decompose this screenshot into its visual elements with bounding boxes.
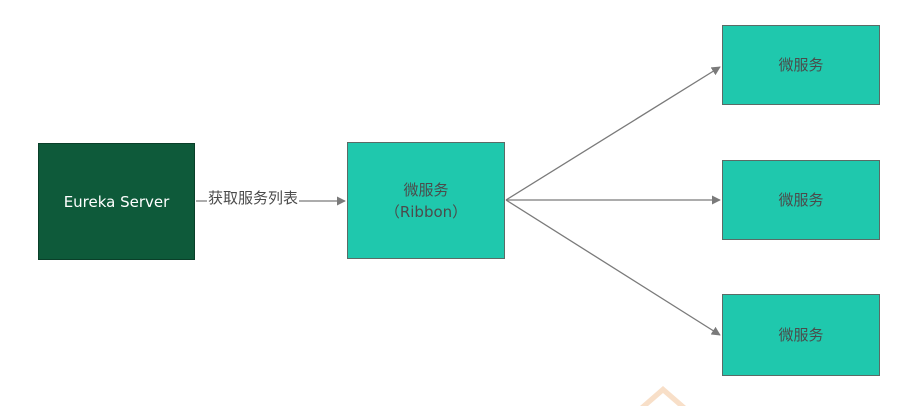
- eureka-server-node: Eureka Server: [38, 143, 195, 260]
- client-subtitle: （Ribbon）: [384, 202, 468, 221]
- microservice-node-1: 微服务: [722, 25, 880, 105]
- microservice-node-3: 微服务: [722, 294, 880, 376]
- microservice-label: 微服务: [778, 191, 824, 209]
- eureka-server-label: Eureka Server: [63, 192, 170, 211]
- ribbon-client-node: 微服务 （Ribbon）: [347, 142, 505, 259]
- arrow-client-to-service-3: [505, 199, 721, 336]
- fetch-service-list-label: 获取服务列表: [207, 188, 300, 208]
- microservice-node-2: 微服务: [722, 160, 880, 240]
- arrow-client-to-service-1: [505, 66, 721, 201]
- client-title: 微服务: [403, 180, 449, 199]
- microservice-label: 微服务: [778, 56, 824, 74]
- microservice-label: 微服务: [778, 326, 824, 344]
- watermark-logo-icon: [640, 386, 686, 406]
